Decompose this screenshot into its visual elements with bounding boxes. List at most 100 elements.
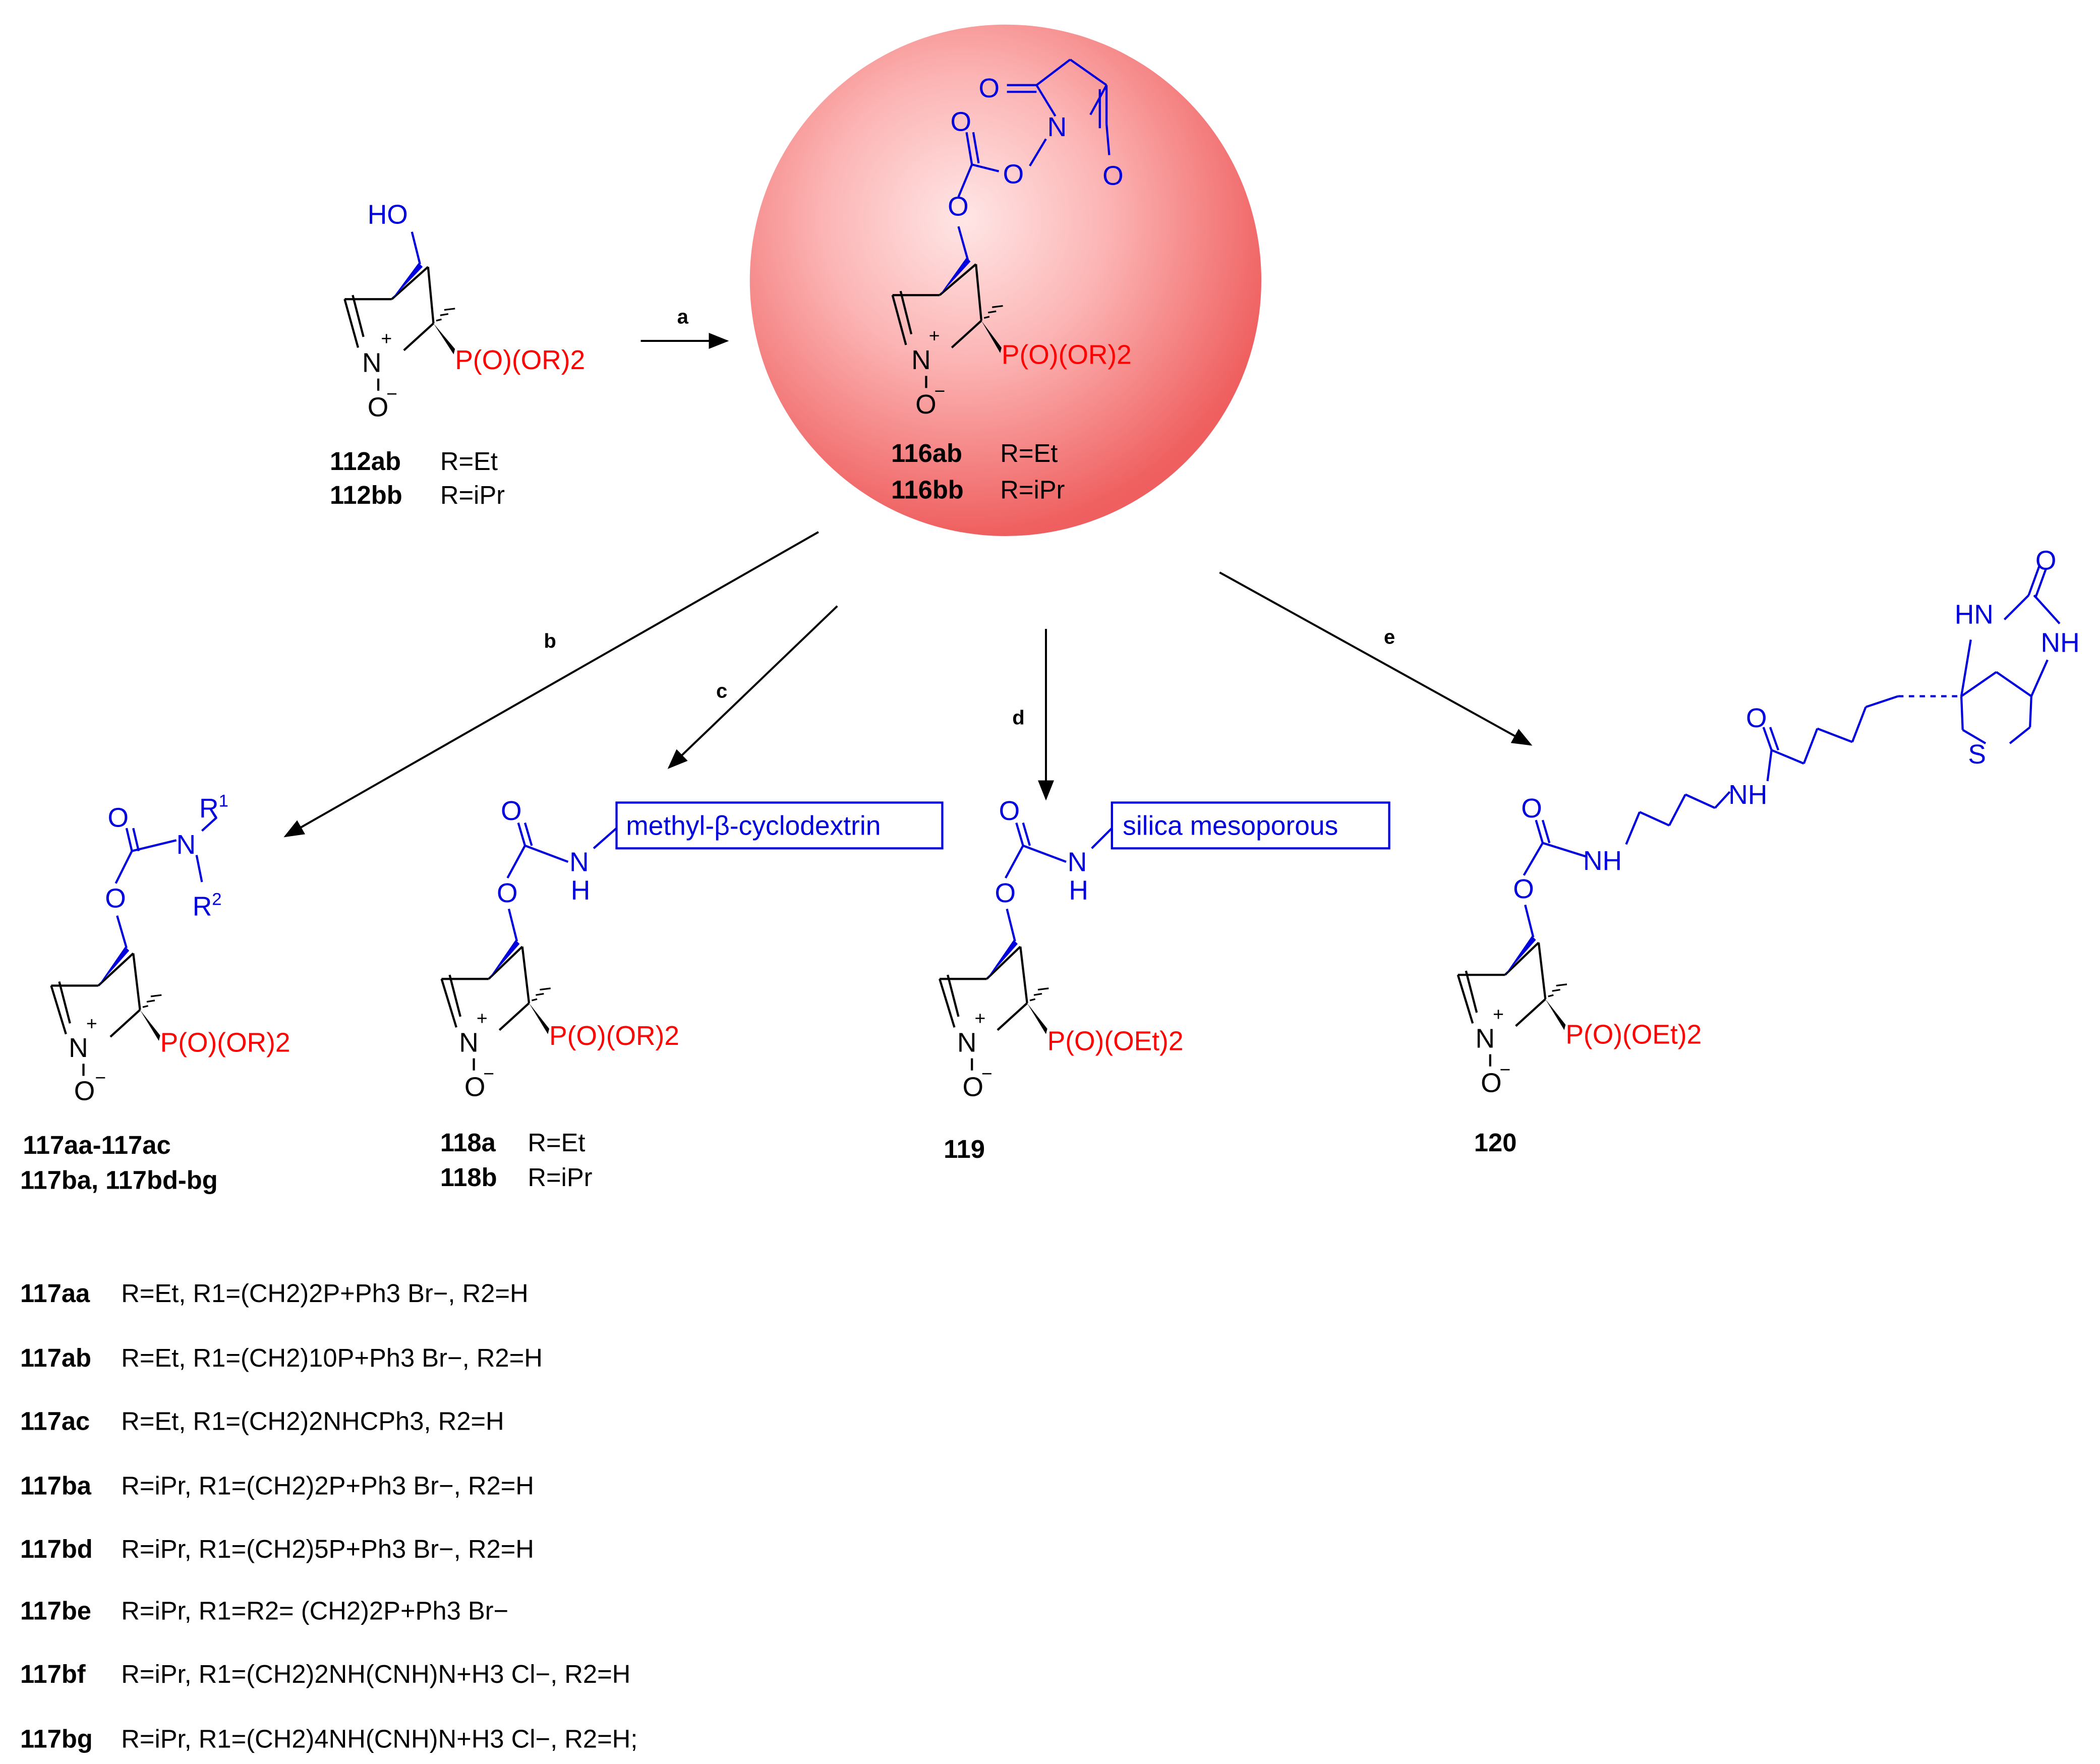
- o-minus-label: O−: [74, 1067, 106, 1106]
- svg-text:112bb: 112bb: [330, 481, 402, 509]
- silica-box: [1111, 801, 1390, 850]
- n-plus: +: [381, 328, 392, 349]
- compound-id: 116ab: [891, 439, 962, 467]
- phosphonate-label: P(O)(OR)2: [160, 1028, 290, 1057]
- compound-id-120: 120: [1474, 1128, 1517, 1157]
- o-atom: O: [963, 1072, 984, 1102]
- n-atom: N: [1047, 112, 1067, 142]
- arrows: [283, 531, 1533, 838]
- o-atom: O: [108, 803, 129, 833]
- reagent-c: c: [716, 680, 727, 702]
- n-atom: N: [911, 345, 931, 375]
- o-atom: O: [995, 878, 1016, 908]
- legend-id: 117ba: [20, 1472, 92, 1500]
- legend-text: R=Et, R1=(CH2)2P+Ph3 Br−, R2=H: [121, 1279, 528, 1308]
- legend-text: R=iPr, R1=R2= (CH2)2P+Ph3 Br−: [121, 1597, 508, 1625]
- n-atom: N: [957, 1028, 977, 1057]
- phosphonate-label: P(O)(OEt)2: [1565, 1020, 1702, 1049]
- reagent-d: d: [1012, 707, 1024, 729]
- structure-120: O O NH NH O S HN NH O N + O − P(O)(OEt)2: [1456, 546, 2080, 1098]
- legend-id: 117bg: [20, 1724, 93, 1753]
- n-plus: +: [477, 1008, 488, 1029]
- o-minus: −: [1500, 1059, 1511, 1080]
- nh-label: NH: [1583, 846, 1622, 876]
- o-atom: O: [105, 884, 126, 914]
- o-atom: O: [501, 796, 522, 826]
- n-atom: N: [1475, 1024, 1495, 1053]
- compound-id: 117ba, 117bd-bg: [20, 1166, 218, 1195]
- svg-text:R1: R1: [199, 792, 228, 824]
- s-atom: S: [1968, 740, 1986, 770]
- o-atom: O: [2035, 546, 2057, 576]
- compound-id: 118b: [440, 1163, 497, 1192]
- r-group: R=Et: [1000, 439, 1058, 467]
- n-atom: N: [1068, 848, 1087, 877]
- n-atom: N: [362, 348, 382, 378]
- legend-id: 117aa: [20, 1279, 90, 1308]
- svg-text:R2: R2: [193, 890, 222, 921]
- compound-id: 118a: [440, 1128, 496, 1157]
- structure-118: O O N H methyl-β-cyclodextrin N + O − P(…: [440, 796, 944, 1102]
- labels-116: 116ab R=Et 116bb R=iPr: [891, 439, 1065, 504]
- r1-label: R: [199, 794, 219, 824]
- reagent-a: a: [677, 306, 689, 328]
- n-atom: N: [177, 830, 196, 860]
- o-atom: O: [915, 390, 937, 420]
- o-atom: O: [368, 392, 389, 422]
- compound-id: 116bb: [891, 475, 964, 504]
- legend-text: R=Et, R1=(CH2)2NHCPh3, R2=H: [121, 1406, 504, 1435]
- legend-id: 117be: [20, 1597, 91, 1625]
- o-atom: O: [948, 192, 969, 222]
- o-minus: −: [934, 380, 945, 401]
- legend-id: 117ac: [20, 1406, 90, 1435]
- o-atom: O: [1481, 1068, 1502, 1098]
- n-atom: N: [569, 848, 589, 877]
- compound-id: 117aa-117ac: [23, 1131, 170, 1159]
- h-atom: H: [571, 876, 591, 906]
- labels-112: 112ab R=Et 112bb R=iPr: [330, 447, 505, 509]
- compound-id: 112ab: [330, 447, 401, 476]
- o-atom: O: [497, 878, 518, 908]
- phosphonate-label: P(O)(OR)2: [455, 345, 585, 375]
- o-minus: −: [386, 383, 397, 404]
- substituent-legend: 117aa R=Et, R1=(CH2)2P+Ph3 Br−, R2=H 117…: [20, 1279, 637, 1753]
- n-atom: N: [459, 1028, 479, 1057]
- r-group: R=Et: [440, 447, 498, 476]
- n-plus: +: [975, 1008, 986, 1029]
- nh-label: NH: [2041, 628, 2080, 658]
- o-atom: O: [1003, 160, 1024, 190]
- nh-label: NH: [1728, 780, 1767, 810]
- arrow-e: [1219, 571, 1533, 746]
- structure-112: HO N + O − P(O)(OR)2: [343, 200, 585, 422]
- reagent-b: b: [544, 630, 556, 653]
- ho-label: HO: [368, 200, 408, 230]
- r-group: R=Et: [528, 1128, 585, 1157]
- o-minus: −: [981, 1063, 993, 1084]
- o-atom: O: [1513, 874, 1534, 904]
- legend-text: R=iPr, R1=(CH2)4NH(CNH)N+H3 Cl−, R2=H;: [121, 1724, 637, 1753]
- phosphonate-label: P(O)(OR)2: [1002, 340, 1132, 370]
- o-atom: O: [979, 74, 1000, 103]
- n-plus: +: [86, 1013, 97, 1034]
- compound-id-119: 119: [944, 1135, 985, 1163]
- o-atom: O: [999, 796, 1020, 826]
- o-minus: −: [483, 1063, 494, 1084]
- r-group: R=iPr: [1000, 475, 1065, 504]
- arrow-c: [667, 605, 838, 769]
- legend-text: R=iPr, R1=(CH2)5P+Ph3 Br−, R2=H: [121, 1535, 534, 1563]
- n-atom: N: [69, 1033, 88, 1063]
- svg-text:112ab: 112ab: [330, 447, 401, 476]
- o-atom: O: [1102, 161, 1124, 191]
- r-group: R=iPr: [440, 481, 505, 509]
- h-atom: H: [1069, 876, 1088, 906]
- highlight-sphere: [749, 24, 1262, 537]
- reagent-e: e: [1384, 626, 1395, 649]
- phosphonate-label: P(O)(OEt)2: [1047, 1027, 1184, 1056]
- silica-label: silica mesoporous: [1123, 811, 1338, 841]
- arrow-b: [283, 531, 819, 838]
- cyclodextrin-box: [615, 801, 944, 850]
- o-atom: O: [464, 1072, 486, 1102]
- legend-id: 117ab: [20, 1343, 91, 1372]
- o-atom: O: [1746, 703, 1767, 733]
